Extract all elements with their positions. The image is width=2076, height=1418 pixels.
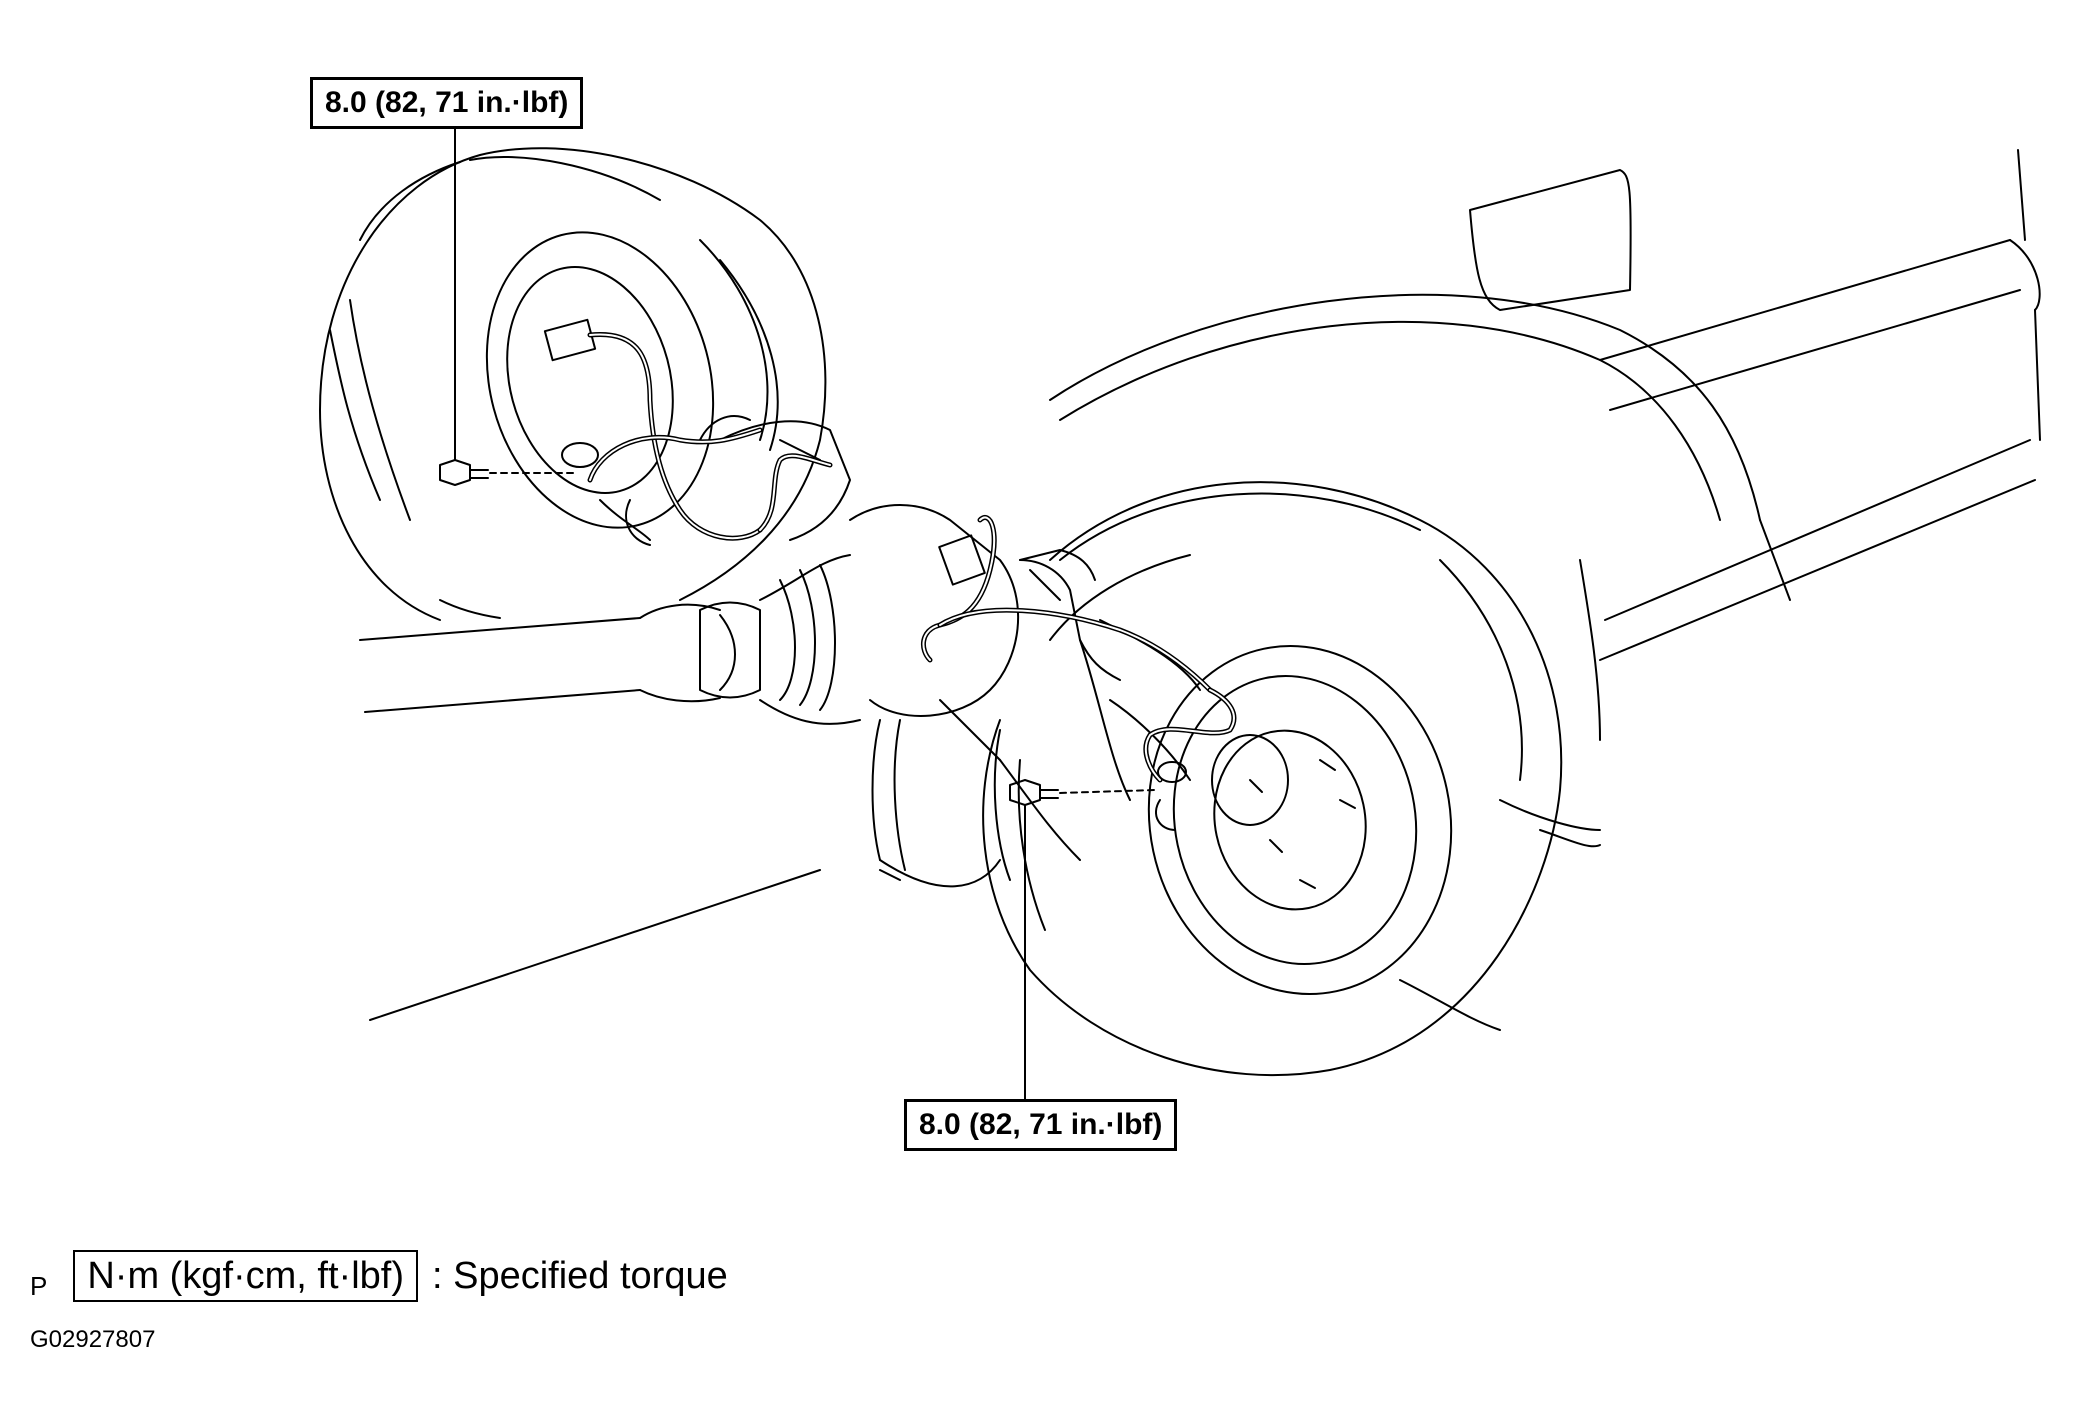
left-bolt-group — [439, 124, 576, 486]
legend-description: : Specified torque — [431, 1254, 728, 1297]
torque-callout-bottom: 8.0 (82, 71 in.·lbf) — [904, 1099, 1178, 1151]
left-sensor-harness — [543, 318, 833, 541]
right-sensor-harness — [920, 515, 1289, 831]
legend-unit-box: N·m (kgf·cm, ft·lbf) — [73, 1250, 418, 1302]
torque-legend: P N·m (kgf·cm, ft·lbf) : Specified torqu… — [30, 1250, 728, 1302]
legend-prefix: P — [30, 1270, 48, 1301]
left-rear-wheel — [319, 147, 827, 621]
axle-housing — [359, 415, 1201, 1021]
vehicle-body — [1049, 149, 2041, 848]
torque-callout-top: 8.0 (82, 71 in.·lbf) — [310, 77, 584, 129]
right-bolt-group — [1009, 779, 1156, 1100]
right-rear-wheel — [982, 481, 1563, 1077]
figure-id: G02927807 — [30, 1326, 156, 1353]
